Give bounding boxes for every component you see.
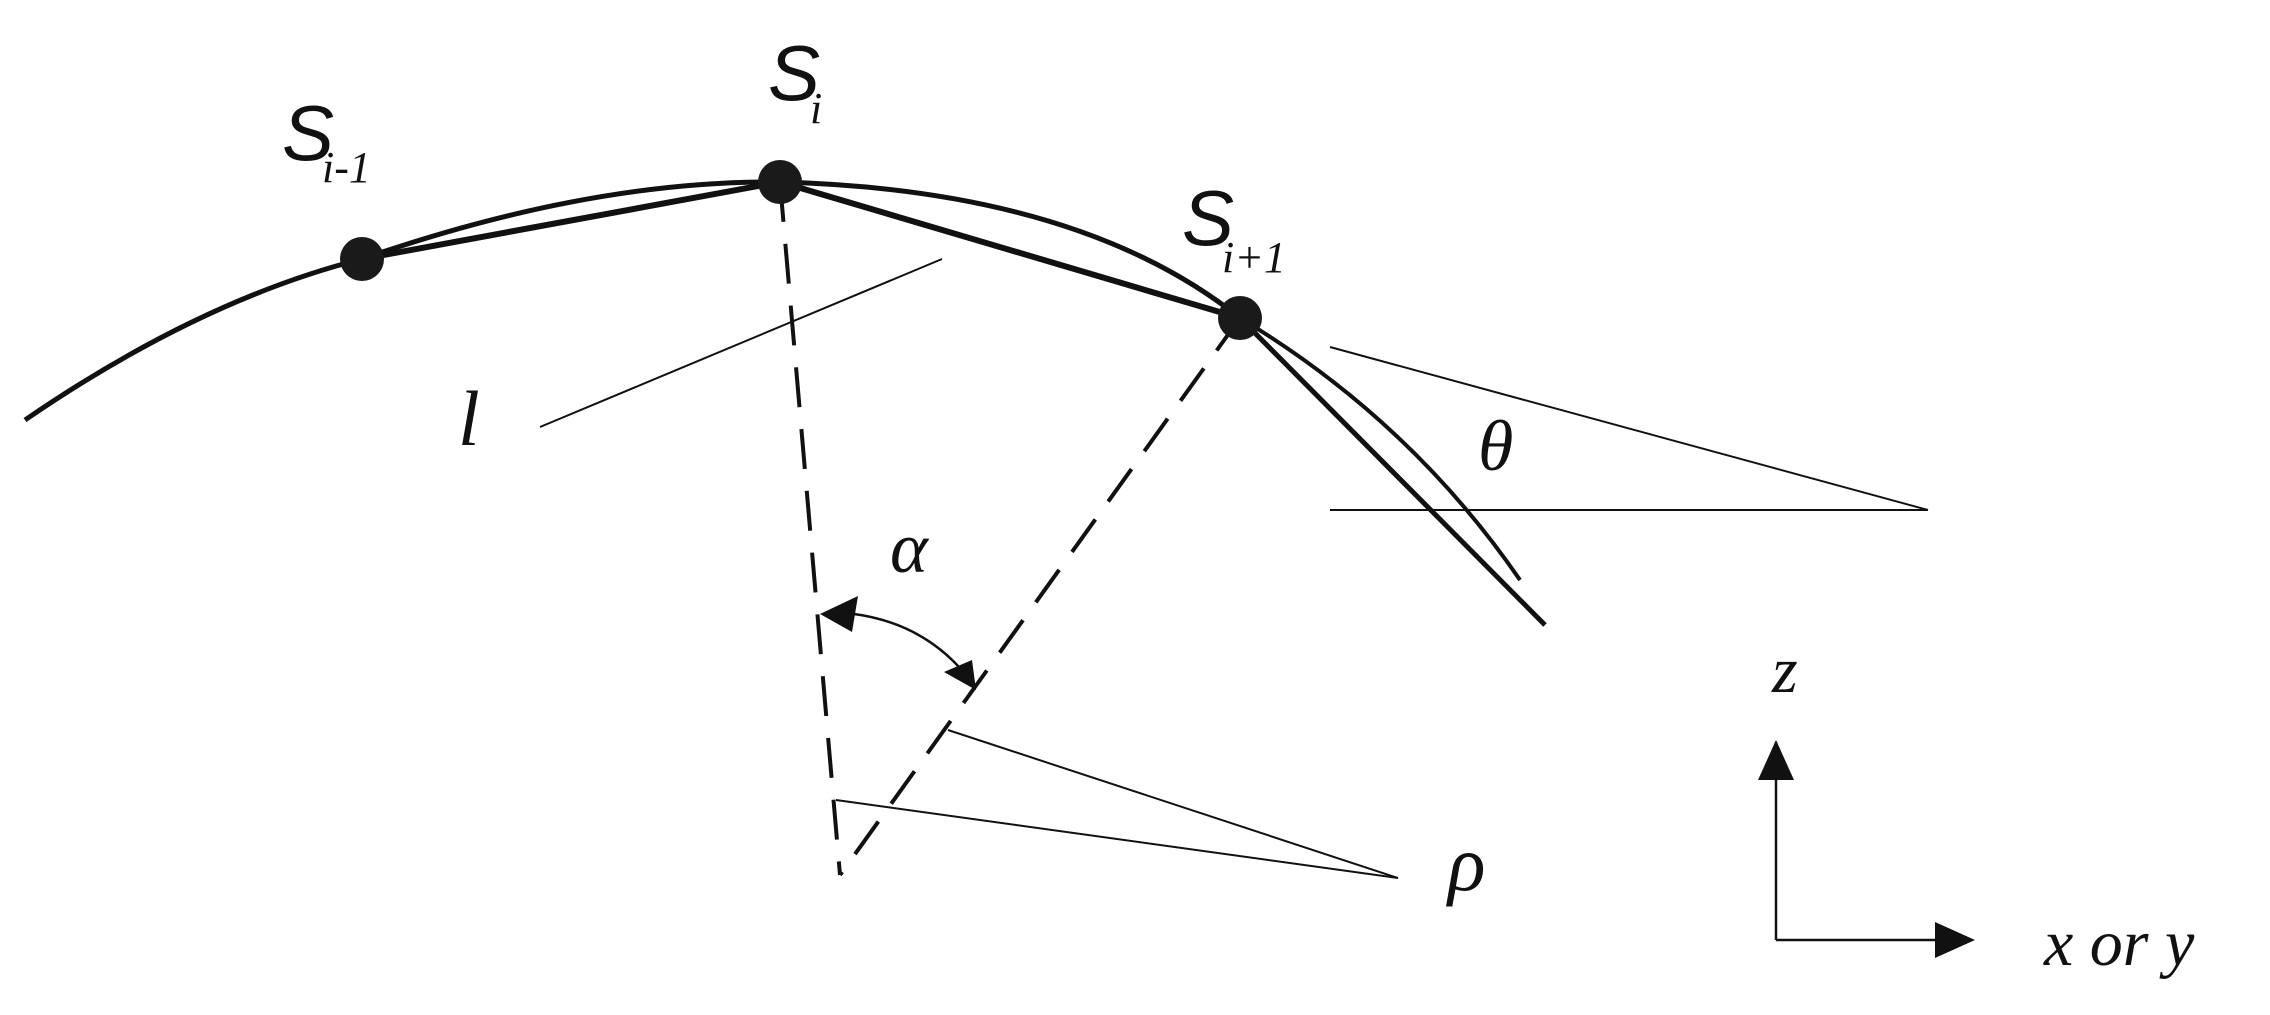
- curve-upper-branch: [1238, 316, 1522, 582]
- point-s-i: [758, 160, 802, 204]
- main-curve: [23, 179, 1242, 423]
- l-leader: [539, 258, 943, 428]
- rho-leader-2: [947, 729, 1399, 879]
- label-s-i-minus-1-subscript: i-1: [322, 143, 371, 192]
- alpha-arrow-left-icon: [820, 596, 858, 632]
- label-s-i-plus-1: S: [1182, 174, 1234, 262]
- point-s-i-minus-1: [340, 237, 384, 281]
- theta-line-upper: [1329, 346, 1929, 511]
- radius-from-s-i: [778, 181, 842, 876]
- radius-from-s-i-plus-1: [838, 316, 1242, 877]
- label-s-i-minus-1: S: [282, 89, 334, 177]
- label-rho: ρ: [1446, 820, 1485, 907]
- chord-cur-to-next: [779, 179, 1241, 321]
- label-s-i: S: [768, 29, 820, 117]
- label-theta: θ: [1478, 406, 1513, 486]
- label-axis-xy: x or y: [2043, 907, 2195, 980]
- axis-xy-arrow-icon: [1935, 922, 1975, 958]
- axis-z-arrow-icon: [1758, 740, 1794, 780]
- label-s-i-plus-1-subscript: i+1: [1222, 233, 1286, 282]
- label-alpha: α: [890, 508, 929, 588]
- label-s-i-subscript: i: [810, 84, 822, 133]
- point-s-i-plus-1: [1218, 296, 1262, 340]
- label-axis-z: z: [1771, 634, 1798, 707]
- rho-leader-1: [835, 799, 1399, 879]
- curve-lower-branch: [1238, 316, 1547, 627]
- chord-prev-to-cur: [361, 179, 781, 262]
- label-l: l: [458, 375, 480, 462]
- alpha-arrow-right-icon: [944, 660, 976, 690]
